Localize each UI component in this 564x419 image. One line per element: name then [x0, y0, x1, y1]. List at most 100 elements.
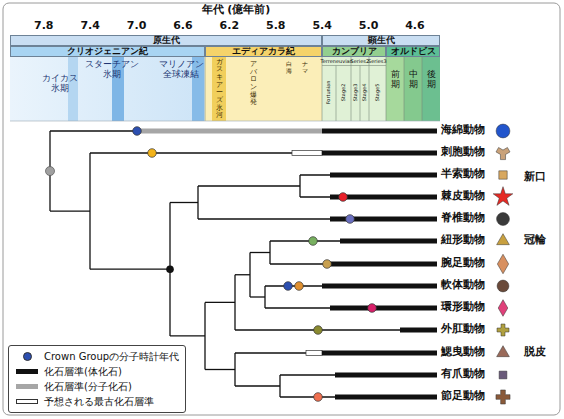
body-fossil-bar [322, 129, 437, 134]
taxon-label: 節足動物 [441, 390, 485, 403]
crown-group-dot [368, 304, 377, 313]
band-label: クリオジェニアン紀 [67, 47, 148, 56]
period-band: クリオジェニアン紀 [10, 46, 205, 57]
tree-branch [234, 275, 235, 330]
band-label: カンブリア [332, 47, 377, 56]
legend-box: Crown Groupの分子時計年代化石層準(体化石)化石層準(分子化石)予想さ… [8, 345, 186, 413]
legend-bar-swatch [16, 384, 38, 389]
legend-row: 化石層準(分子化石) [15, 379, 179, 394]
crown-group-dot [314, 393, 323, 402]
axis-tick-label: 5.0 [359, 20, 379, 33]
event-label: アバロン爆発 [250, 61, 257, 107]
taxon-label: 腕足動物 [441, 257, 485, 270]
body-fossil-bar [330, 173, 437, 178]
body-fossil-bar [400, 328, 437, 333]
taxon-icons [493, 124, 513, 404]
period-band: カンブリア [322, 46, 386, 57]
tree-branch [264, 286, 265, 308]
era-band: 顕生代 [322, 35, 440, 46]
tree-branch [250, 296, 265, 297]
body-fossil-bar [322, 151, 437, 156]
tree-branch [249, 253, 250, 298]
epoch-label: 中期 [409, 70, 418, 90]
axis-tick-label: 5.8 [266, 20, 286, 33]
axis-tick-label: 6.2 [220, 20, 240, 33]
taxon-icon [499, 171, 507, 179]
bilateria-node-dot [166, 265, 174, 273]
stage-label: Stage3 [353, 83, 358, 101]
taxon-label: 軟体動物 [441, 279, 485, 292]
tree-branch [90, 269, 170, 270]
epoch-label: 後期 [427, 70, 436, 90]
legend-row: Crown Groupの分子時計年代 [15, 349, 179, 364]
legend-text: Crown Groupの分子時計年代 [44, 350, 179, 364]
crown-group-dot [284, 282, 293, 291]
ordovician-epoch-column [422, 57, 440, 121]
tree-branch [198, 185, 300, 186]
crown-group-dot [346, 215, 355, 224]
taxon-icon [499, 371, 507, 379]
taxon-icon [498, 300, 508, 317]
band-label: 原生代 [153, 36, 180, 45]
taxon-label: 紐形動物 [441, 234, 485, 247]
taxon-label: 有爪動物 [441, 368, 485, 381]
legend-dot-swatch [23, 352, 32, 361]
taxon-icon [497, 213, 510, 226]
ordovician-epoch-column [386, 57, 404, 121]
body-fossil-bar [322, 284, 437, 289]
taxon-icon [496, 390, 510, 404]
boundary-line [351, 57, 352, 121]
root-node-dot [46, 167, 55, 176]
outer-frame [3, 3, 560, 415]
clade-group-label: 脱皮 [524, 346, 546, 359]
tree-branch [279, 375, 280, 397]
taxon-icon [497, 280, 509, 292]
body-fossil-bar [335, 395, 437, 400]
crown-group-dot [309, 237, 318, 246]
tree-branch [89, 153, 90, 269]
molecular-fossil-bar [137, 129, 322, 134]
taxon-icon [497, 324, 509, 336]
legend-text: 予想される最古化石層準 [44, 395, 154, 409]
period-band: エディアカラ紀 [205, 46, 322, 57]
stage-label: Fortunian [326, 80, 331, 104]
legend-bar-swatch [16, 399, 38, 404]
boundary-line [322, 57, 323, 121]
clade-group-label: 新口 [524, 171, 546, 184]
glaciation-label: ガスキアーズ氷河 [216, 59, 223, 121]
boundary-line [322, 65, 386, 66]
tree-branch [197, 186, 198, 219]
taxon-icon [497, 346, 510, 357]
band-label: エディアカラ紀 [232, 47, 295, 56]
taxon-label: 半索動物 [441, 168, 485, 181]
glaciation-stripe [68, 57, 78, 121]
cryogenian-ground [10, 57, 205, 121]
body-fossil-bar [328, 262, 437, 267]
taxon-label: 棘皮動物 [441, 190, 485, 203]
tree-branch [299, 175, 300, 197]
glaciation-label: スターチアン 氷期 [85, 59, 139, 80]
axis-tick-label: 4.6 [405, 20, 425, 33]
boundary-line [422, 57, 423, 121]
crown-group-dot [339, 193, 348, 202]
legend-swatch-holder [15, 352, 39, 361]
glaciation-label: カイカス 氷期 [42, 73, 78, 94]
series-label: Series2 [351, 59, 370, 64]
biota-label: 白海 [286, 61, 292, 74]
taxon-icon [497, 254, 508, 274]
legend-text: 化石層準(分子化石) [44, 380, 132, 394]
legend-row: 予想される最古化石層準 [15, 394, 179, 409]
taxon-label: 鰓曳動物 [441, 346, 485, 359]
axis-tick-label: 5.4 [312, 20, 332, 33]
tree-branch [234, 353, 235, 386]
boundary-line [404, 57, 405, 121]
cambrian-ground [322, 57, 386, 121]
taxon-icon [496, 124, 510, 138]
tree-branch [250, 252, 270, 253]
taxon-icon [496, 147, 510, 159]
legend-row: 化石層準(体化石) [15, 364, 179, 379]
era-band: 原生代 [10, 35, 322, 46]
tree-branch [50, 210, 90, 211]
tree-branch [269, 241, 270, 264]
expected-fossil-bar [306, 351, 322, 356]
